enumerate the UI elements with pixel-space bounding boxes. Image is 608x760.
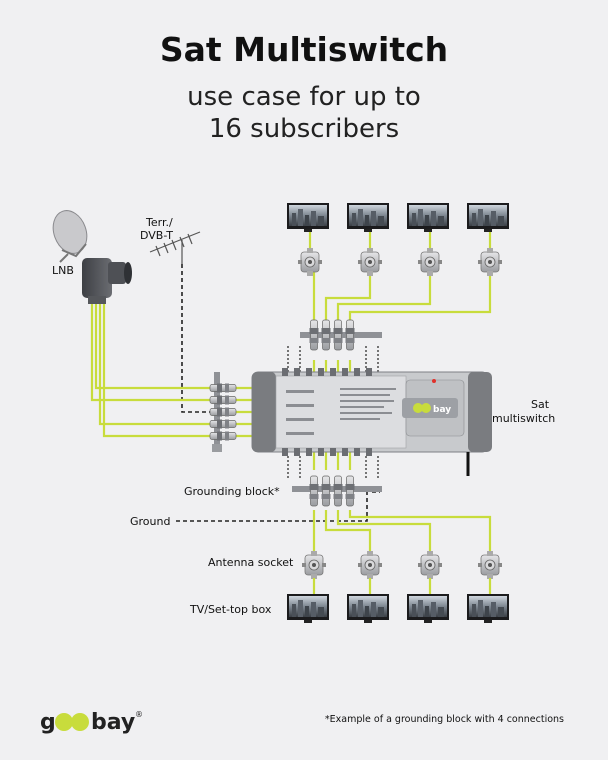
- terr-label-line2: DVB-T: [140, 229, 174, 242]
- unused-port-stubs: [287, 346, 379, 478]
- svg-text:bay: bay: [433, 405, 451, 415]
- input-grounding-block: [209, 372, 237, 452]
- lnb-label: LNB: [52, 264, 74, 277]
- multiswitch-label-line1: Sat: [530, 398, 550, 411]
- multiswitch-label-line2: multiswitch: [492, 412, 556, 425]
- tv-icon: [287, 594, 329, 623]
- coax-cables: [90, 264, 492, 556]
- lower-grounding-block: [292, 475, 382, 507]
- upper-grounding-block: [300, 319, 382, 351]
- subtitle-line-1: use case for up to: [187, 82, 421, 112]
- antenna-socket-icon: [477, 247, 503, 277]
- tv-settop-label: TV/Set-top box: [190, 603, 272, 616]
- tv-icon: [347, 594, 389, 623]
- footnote: *Example of a grounding block with 4 con…: [324, 714, 564, 725]
- terr-label-line1: Terr./: [146, 216, 173, 229]
- tv-icon: [407, 594, 449, 623]
- tv-icon: [347, 203, 389, 232]
- antenna-socket-icon: [477, 550, 503, 580]
- logo-text-left: g: [40, 710, 56, 735]
- antenna-socket-label: Antenna socket: [208, 556, 294, 569]
- antenna-socket-icon: [417, 247, 443, 277]
- tv-icon: [407, 203, 449, 232]
- logo-text-right: bay: [91, 710, 135, 735]
- logo-registered: ®: [135, 710, 143, 719]
- antenna-socket-icon: [301, 550, 327, 580]
- antenna-socket-icon: [357, 247, 383, 277]
- tv-icon: [467, 203, 509, 232]
- grounding-block-label: Grounding block*: [184, 485, 280, 498]
- tv-icon: [287, 203, 329, 232]
- subtitle-line-2: 16 subscribers: [208, 114, 400, 144]
- multiswitch-device: bay: [251, 368, 492, 476]
- lnb-icon: [82, 258, 132, 304]
- tv-icon: [467, 594, 509, 623]
- antenna-socket-icon: [297, 247, 323, 277]
- antenna-icon: [149, 231, 201, 264]
- goobay-logo: g bay ®: [40, 707, 150, 737]
- satellite-dish-icon: [52, 210, 88, 263]
- antenna-socket-icon: [417, 550, 443, 580]
- ground-label: Ground: [130, 515, 171, 528]
- page-title: Sat Multiswitch: [159, 30, 449, 69]
- antenna-socket-icon: [357, 550, 383, 580]
